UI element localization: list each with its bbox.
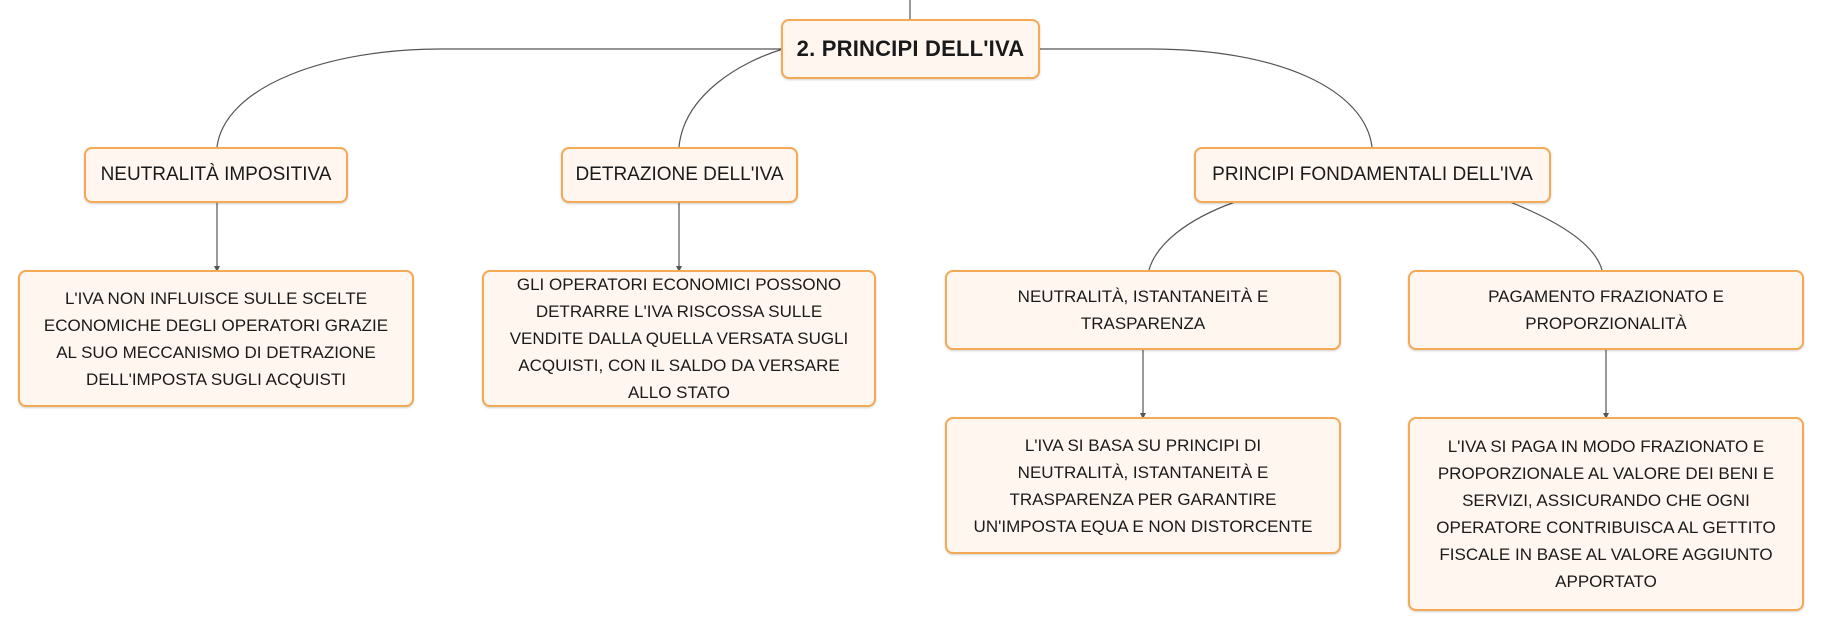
node-neutralita-istantaneita-label: NEUTRALITÀ, ISTANTANEITÀ E TRASPARENZA bbox=[1017, 287, 1269, 333]
node-principi-fondamentali[interactable]: PRINCIPI FONDAMENTALI DELL'IVA bbox=[1194, 147, 1551, 203]
node-detrazione-iva-detail-text: GLI OPERATORI ECONOMICI POSSONO DETRARRE… bbox=[509, 275, 849, 402]
connector-principi-to-neutralita-istantaneita bbox=[1148, 201, 1236, 271]
arrowhead-pagamento-detail bbox=[1603, 413, 1609, 419]
node-detrazione-iva-detail[interactable]: GLI OPERATORI ECONOMICI POSSONO DETRARRE… bbox=[482, 270, 876, 407]
arrowhead-neutralita-detail bbox=[214, 266, 220, 272]
node-neutralita-istantaneita-detail[interactable]: L'IVA SI BASA SU PRINCIPI DI NEUTRALITÀ,… bbox=[945, 417, 1341, 554]
arrowhead-neutralita-istantaneita-detail bbox=[1140, 413, 1146, 419]
node-neutralita-impositiva-detail[interactable]: L'IVA NON INFLUISCE SULLE SCELTE ECONOMI… bbox=[18, 270, 414, 407]
node-pagamento-frazionato-detail[interactable]: L'IVA SI PAGA IN MODO FRAZIONATO E PROPO… bbox=[1408, 417, 1804, 611]
node-neutralita-impositiva-label: NEUTRALITÀ IMPOSITIVA bbox=[100, 164, 332, 185]
connector-principi-to-pagamento bbox=[1509, 201, 1603, 271]
connector-root-to-neutralita bbox=[216, 48, 783, 148]
root-label: 2. PRINCIPI DELL'IVA bbox=[796, 36, 1025, 61]
node-detrazione-iva-label: DETRAZIONE DELL'IVA bbox=[575, 164, 784, 185]
node-neutralita-impositiva[interactable]: NEUTRALITÀ IMPOSITIVA bbox=[84, 147, 348, 203]
node-neutralita-istantaneita-detail-text: L'IVA SI BASA SU PRINCIPI DI NEUTRALITÀ,… bbox=[973, 435, 1313, 536]
node-pagamento-frazionato-label: PAGAMENTO FRAZIONATO E PROPORZIONALITÀ bbox=[1488, 287, 1724, 333]
node-pagamento-frazionato[interactable]: PAGAMENTO FRAZIONATO E PROPORZIONALITÀ bbox=[1408, 270, 1804, 350]
node-neutralita-impositiva-detail-text: L'IVA NON INFLUISCE SULLE SCELTE ECONOMI… bbox=[43, 288, 389, 389]
root-node[interactable]: 2. PRINCIPI DELL'IVA bbox=[781, 19, 1040, 79]
node-neutralita-istantaneita[interactable]: NEUTRALITÀ, ISTANTANEITÀ E TRASPARENZA bbox=[945, 270, 1341, 350]
connector-root-to-detrazione bbox=[678, 48, 784, 148]
arrowhead-detrazione-detail bbox=[676, 266, 682, 272]
node-pagamento-frazionato-detail-text: L'IVA SI PAGA IN MODO FRAZIONATO E PROPO… bbox=[1436, 437, 1776, 591]
node-detrazione-iva[interactable]: DETRAZIONE DELL'IVA bbox=[561, 147, 798, 203]
node-principi-fondamentali-label: PRINCIPI FONDAMENTALI DELL'IVA bbox=[1212, 164, 1533, 185]
connector-root-to-principi bbox=[1038, 48, 1373, 148]
